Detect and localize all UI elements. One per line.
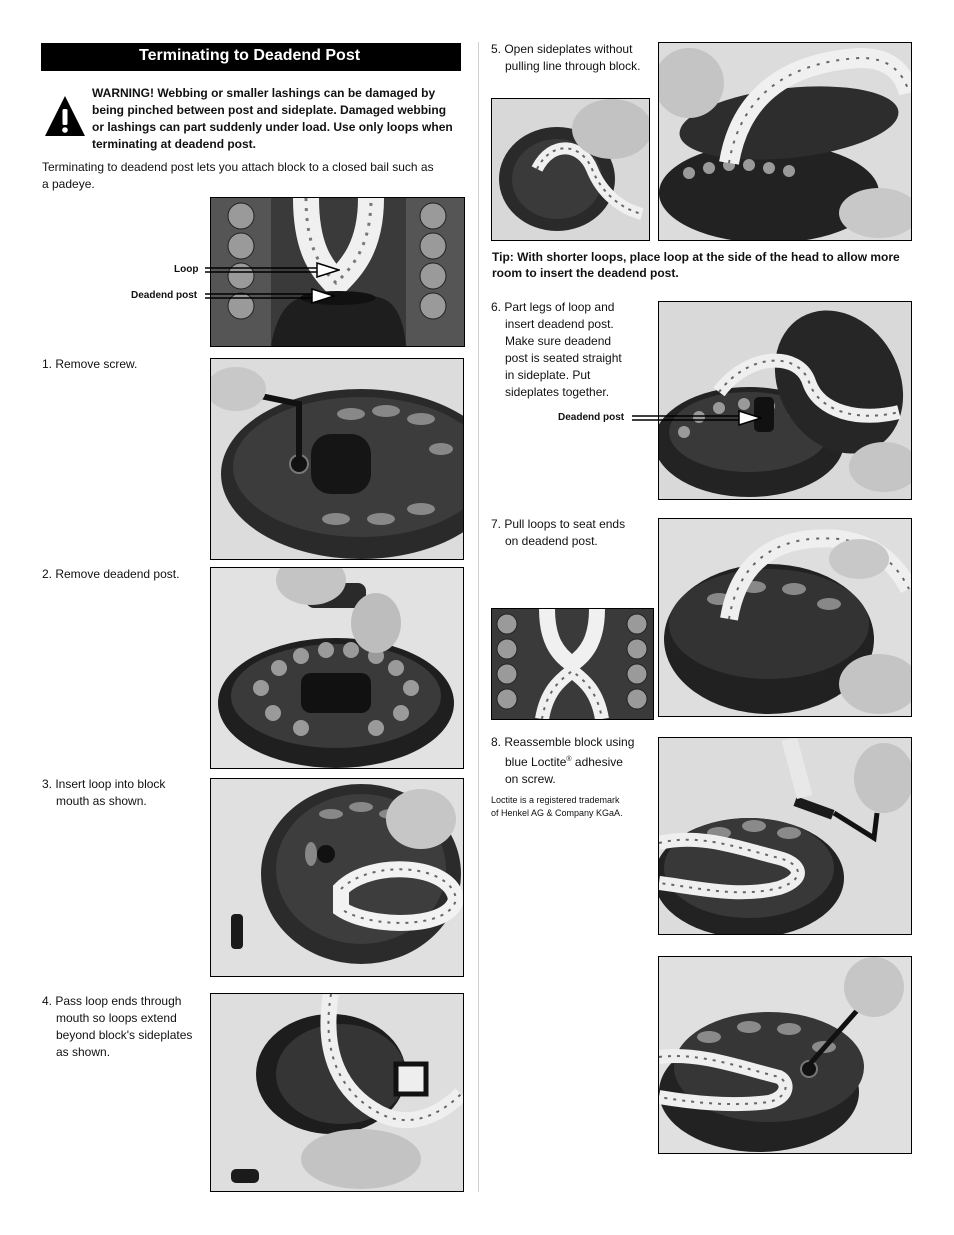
callout-loop-label: Loop xyxy=(174,264,199,275)
step-8-line-2: blue Loctite® adhesive xyxy=(491,751,634,771)
step-2-text: 2. Remove deadend post. xyxy=(42,567,180,581)
intro-text: Terminating to deadend post lets you att… xyxy=(42,160,434,191)
step-3-line-2: mouth as shown. xyxy=(56,794,147,808)
step-8-line-3: on screw. xyxy=(505,772,556,786)
trademark-line-2: of Henkel AG & Company KGaA. xyxy=(491,808,623,818)
section-title: Terminating to Deadend Post xyxy=(139,47,361,64)
step-7-line-2: on deadend post. xyxy=(505,534,598,548)
step-8-line-2-prefix: blue Loctite xyxy=(505,755,567,769)
step-4-text: 4. Pass loop ends through mouth so loops… xyxy=(42,993,192,1061)
step-3-line-1: 3. Insert loop into block xyxy=(42,777,166,791)
photo-step-4-pass-loop-ends xyxy=(210,993,464,1192)
step-4-line-4: as shown. xyxy=(56,1045,111,1059)
step-6-line-2: insert deadend post. xyxy=(505,317,614,331)
step-4-line-1: 4. Pass loop ends through xyxy=(42,994,182,1008)
step-4-line-3: beyond block's sideplates xyxy=(56,1028,193,1042)
photo-loop-on-deadend-post xyxy=(210,197,465,347)
photo-step-5-large xyxy=(658,42,912,241)
step-3-text: 3. Insert loop into block mouth as shown… xyxy=(42,776,165,810)
step-6-line-5: in sideplate. Put xyxy=(505,368,591,382)
step-1-text: 1. Remove screw. xyxy=(42,357,138,371)
arrow-right-icon xyxy=(632,409,764,427)
section-header: Terminating to Deadend Post xyxy=(41,43,461,71)
step-4-line-2: mouth so loops extend xyxy=(56,1011,177,1025)
step-8-line-2-suffix: adhesive xyxy=(571,755,623,769)
trademark-note: Loctite is a registered trademark of Hen… xyxy=(491,794,623,820)
photo-step-8-apply-loctite xyxy=(658,737,912,935)
column-divider xyxy=(478,42,479,1192)
photo-step-7-small xyxy=(491,608,654,720)
photo-step-6-insert-post xyxy=(658,301,912,500)
callout-deadend-post-label-right: Deadend post xyxy=(558,412,625,423)
step-5-text: 5. Open sideplates without pulling line … xyxy=(491,41,640,75)
step-6-text: 6. Part legs of loop and insert deadend … xyxy=(491,299,622,401)
step-8-line-1: 8. Reassemble block using xyxy=(491,735,635,749)
photo-step-5-small xyxy=(491,98,650,241)
callout-deadend-post-label: Deadend post xyxy=(131,290,198,301)
step-7-text: 7. Pull loops to seat ends on deadend po… xyxy=(491,516,625,550)
warning-triangle-icon xyxy=(44,94,86,138)
step-6-line-4: post is seated straight xyxy=(505,351,622,365)
photo-step-2-remove-deadend-post xyxy=(210,567,464,769)
photo-step-8-tighten-screw xyxy=(658,956,912,1154)
photo-step-1-remove-screw xyxy=(210,358,464,560)
photo-step-7-large xyxy=(658,518,912,717)
photo-step-3-insert-loop xyxy=(210,778,464,977)
trademark-line-1: Loctite is a registered trademark xyxy=(491,795,620,805)
step-6-line-1: 6. Part legs of loop and xyxy=(491,300,615,314)
step-7-line-1: 7. Pull loops to seat ends xyxy=(491,517,626,531)
arrow-right-icon xyxy=(205,261,342,279)
step-6-line-6: sideplates together. xyxy=(505,385,610,399)
registered-mark: ® xyxy=(566,756,572,763)
step-5-line-2: pulling line through block. xyxy=(505,59,641,73)
arrow-right-icon xyxy=(205,287,337,305)
warning-text: WARNING! Webbing or smaller lashings can… xyxy=(92,86,453,151)
tip-text: Tip: With shorter loops, place loop at t… xyxy=(492,250,900,280)
step-6-line-3: Make sure deadend xyxy=(505,334,612,348)
step-8-text: 8. Reassemble block using blue Loctite® … xyxy=(491,734,634,788)
step-5-line-1: 5. Open sideplates without xyxy=(491,42,633,56)
